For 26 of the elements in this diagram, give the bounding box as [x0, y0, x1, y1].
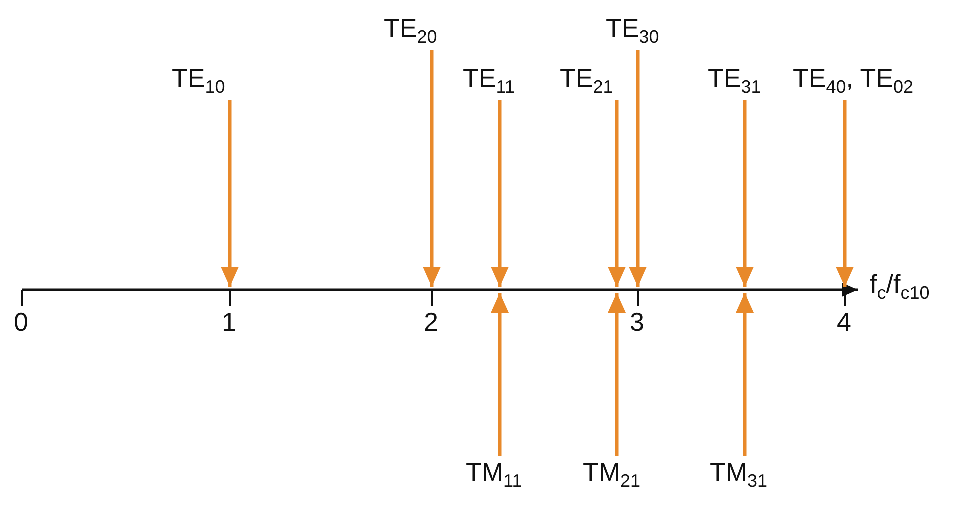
- arrow: [608, 293, 626, 456]
- arrow: [221, 100, 239, 287]
- arrow: [629, 50, 647, 287]
- tick-label: 4: [837, 308, 852, 337]
- axis-label: f$_{c}$/f$_{c10}$: [870, 270, 930, 304]
- arrow: [736, 100, 754, 287]
- mode-label: TE$_{10}$: [172, 64, 226, 98]
- arrow: [491, 100, 509, 287]
- arrow: [836, 100, 854, 287]
- mode-label: TE$_{11}$: [463, 64, 515, 98]
- mode-label: TE$_{30}$: [606, 14, 660, 48]
- mode-label: TE$_{21}$: [560, 64, 614, 98]
- arrow: [608, 100, 626, 287]
- tick-label: 0: [14, 308, 28, 337]
- tick-label: 3: [630, 308, 644, 337]
- mode-label: TE$_{40}$, TE$_{02}$: [793, 64, 914, 98]
- tick-label: 2: [424, 308, 438, 337]
- mode-label: TM$_{21}$: [583, 458, 641, 492]
- mode-label: TE$_{20}$: [384, 14, 438, 48]
- mode-label: TE$_{31}$: [708, 64, 762, 98]
- mode-label: TM$_{11}$: [466, 458, 522, 492]
- arrow: [736, 293, 754, 456]
- tick-label: 1: [222, 308, 236, 337]
- arrow: [491, 293, 509, 456]
- arrow: [423, 50, 441, 287]
- mode-label: TM$_{31}$: [710, 458, 768, 492]
